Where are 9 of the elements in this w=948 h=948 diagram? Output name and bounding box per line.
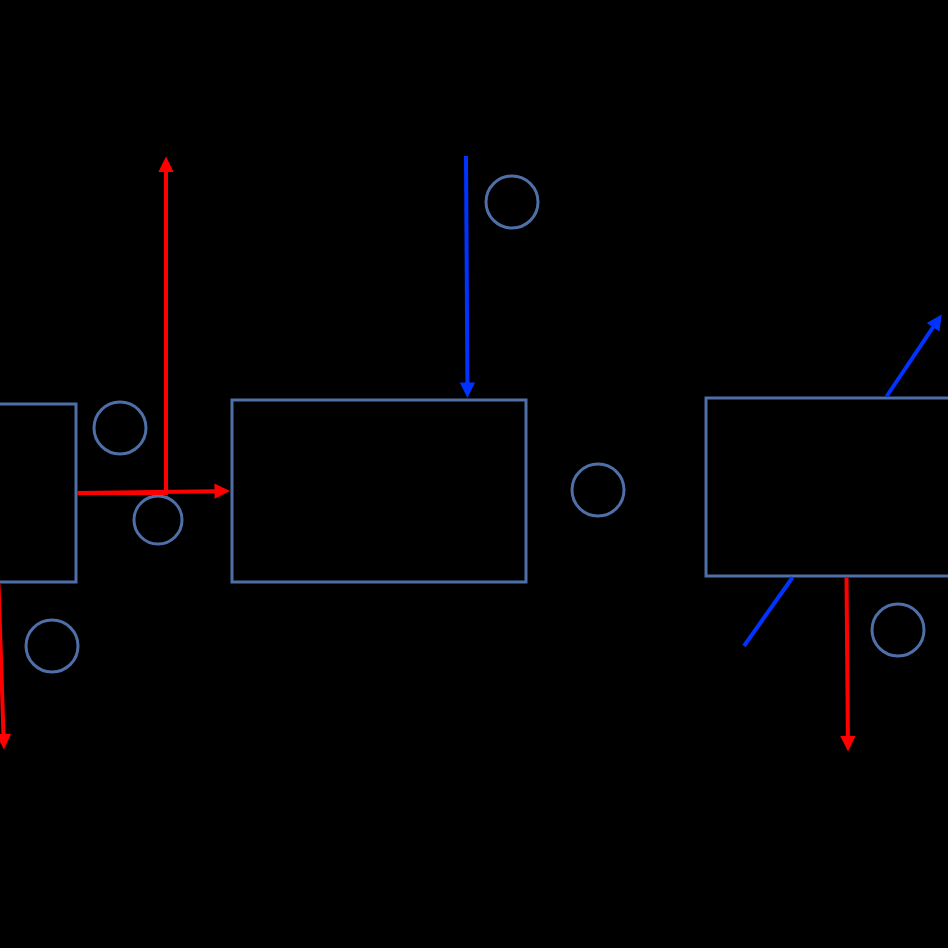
box-outline xyxy=(0,402,78,584)
box-outline xyxy=(230,398,528,584)
box-outline xyxy=(704,396,948,578)
circle-outline xyxy=(24,618,80,674)
circle-outline xyxy=(570,462,626,518)
circle-outline xyxy=(92,400,148,456)
circle-outline xyxy=(132,494,184,546)
circle-outline xyxy=(870,602,926,658)
circle-outline xyxy=(484,174,540,230)
